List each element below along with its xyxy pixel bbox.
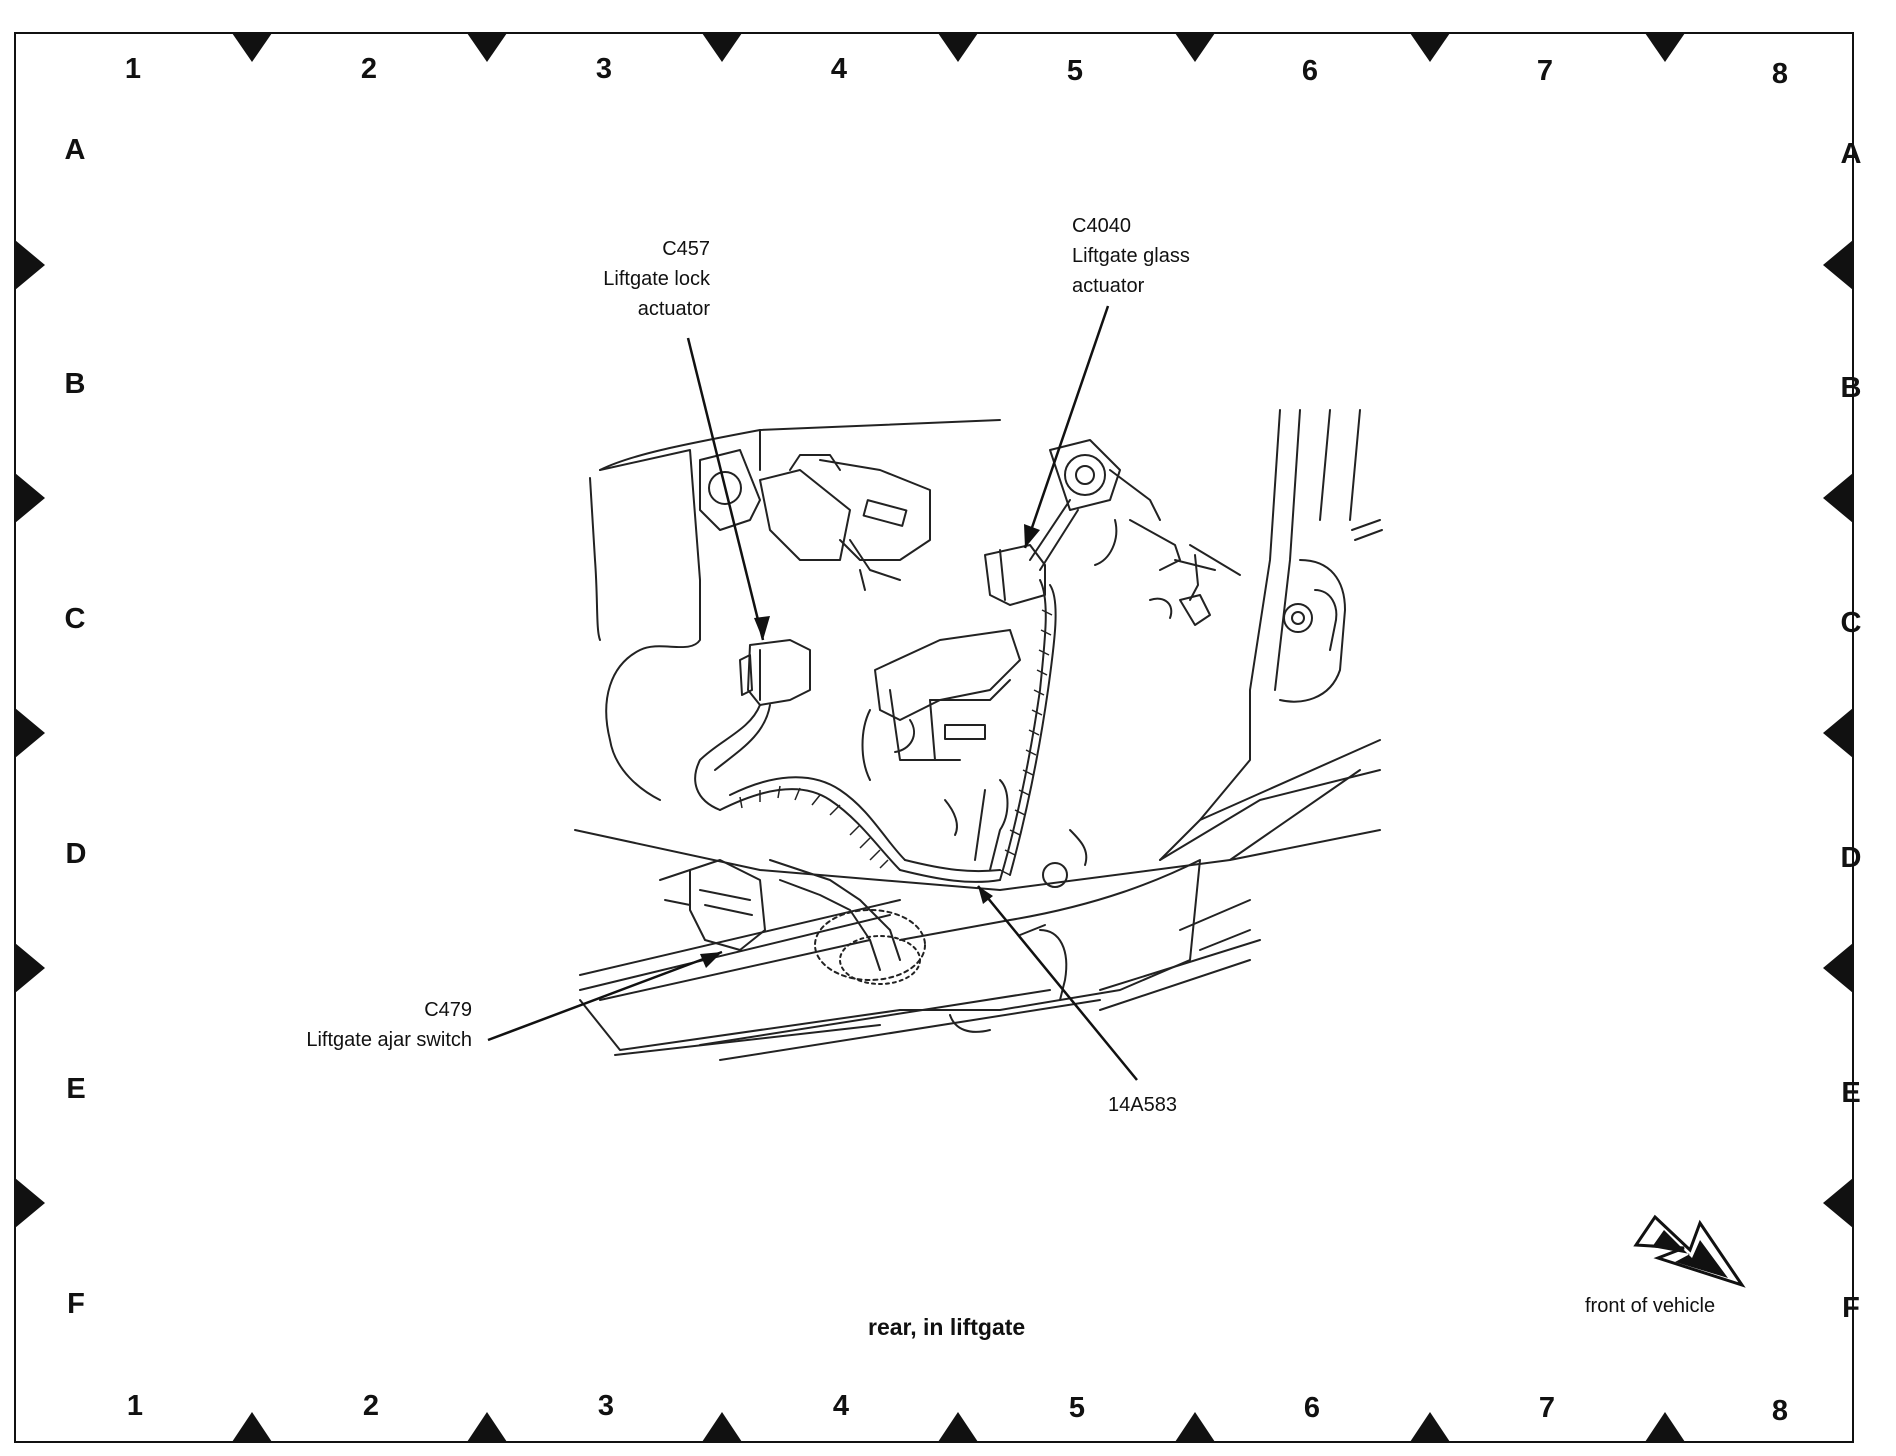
callout-c4040-line2: actuator [1072, 275, 1145, 297]
grid-col-bottom-7: 7 [1538, 1392, 1556, 1424]
callout-c457-line1: Liftgate lock [603, 268, 710, 290]
grid-row-left-d: D [65, 838, 87, 870]
grid-row-left-e: E [66, 1073, 86, 1105]
grid-col-top-4: 4 [830, 53, 848, 85]
grid-row-right-c: C [1840, 607, 1862, 639]
grid-row-left-f: F [67, 1288, 85, 1320]
grid-row-right-e: E [1841, 1077, 1861, 1109]
grid-col-top-6: 6 [1301, 55, 1319, 87]
top-grid-markers [232, 33, 1685, 62]
grid-col-top-8: 8 [1771, 58, 1789, 90]
grid-row-right-a: A [1840, 138, 1862, 170]
leader-14a583 [977, 885, 1138, 1081]
grid-row-right-d: D [1840, 842, 1862, 874]
grid-row-left-c: C [64, 603, 86, 635]
callout-c4040-line1: Liftgate glass [1072, 245, 1190, 267]
liftgate-illustration [574, 409, 1383, 1061]
grid-col-top-1: 1 [124, 53, 142, 85]
diagram-caption: rear, in liftgate [868, 1314, 1026, 1340]
callout-c479-id: C479 [424, 999, 472, 1021]
grid-col-bottom-3: 3 [597, 1390, 615, 1422]
grid-col-top-7: 7 [1536, 55, 1554, 87]
leader-c479 [487, 950, 723, 1042]
front-of-vehicle-arrow-icon [1633, 1214, 1746, 1288]
callout-c457-line2: actuator [637, 298, 710, 320]
callout-c4040: C4040 Liftgate glass actuator [1072, 211, 1292, 301]
grid-row-right-b: B [1840, 372, 1862, 404]
grid-col-bottom-6: 6 [1303, 1392, 1321, 1424]
harness-wrap-texture [739, 609, 1053, 876]
callout-c479-line1: Liftgate ajar switch [306, 1029, 472, 1051]
leader-lines [487, 305, 1138, 1081]
right-grid-markers [1823, 240, 1853, 1228]
callout-c457-id: C457 [662, 238, 710, 260]
grid-col-bottom-8: 8 [1771, 1395, 1789, 1427]
front-of-vehicle-label: front of vehicle [1585, 1295, 1716, 1317]
grid-col-bottom-5: 5 [1068, 1392, 1086, 1424]
bottom-grid-markers [232, 1412, 1685, 1442]
callout-c479: C479 Liftgate ajar switch [260, 995, 472, 1055]
grid-row-right-f: F [1842, 1292, 1860, 1324]
grid-col-top-3: 3 [595, 53, 613, 85]
callout-14a583: 14A583 [1108, 1094, 1177, 1116]
grid-col-bottom-4: 4 [832, 1390, 850, 1422]
callout-c457: C457 Liftgate lock actuator [500, 234, 710, 324]
grid-col-top-2: 2 [360, 53, 378, 85]
grid-col-bottom-2: 2 [362, 1390, 380, 1422]
grid-col-top-5: 5 [1066, 55, 1084, 87]
leader-c457 [686, 337, 765, 641]
leader-arrowheads [700, 524, 1040, 968]
callout-c4040-id: C4040 [1072, 215, 1131, 237]
grid-row-left-a: A [64, 134, 86, 166]
grid-col-bottom-1: 1 [126, 1390, 144, 1422]
grid-row-left-b: B [64, 368, 86, 400]
left-grid-markers [15, 240, 45, 1228]
leader-c4040 [1023, 305, 1110, 549]
